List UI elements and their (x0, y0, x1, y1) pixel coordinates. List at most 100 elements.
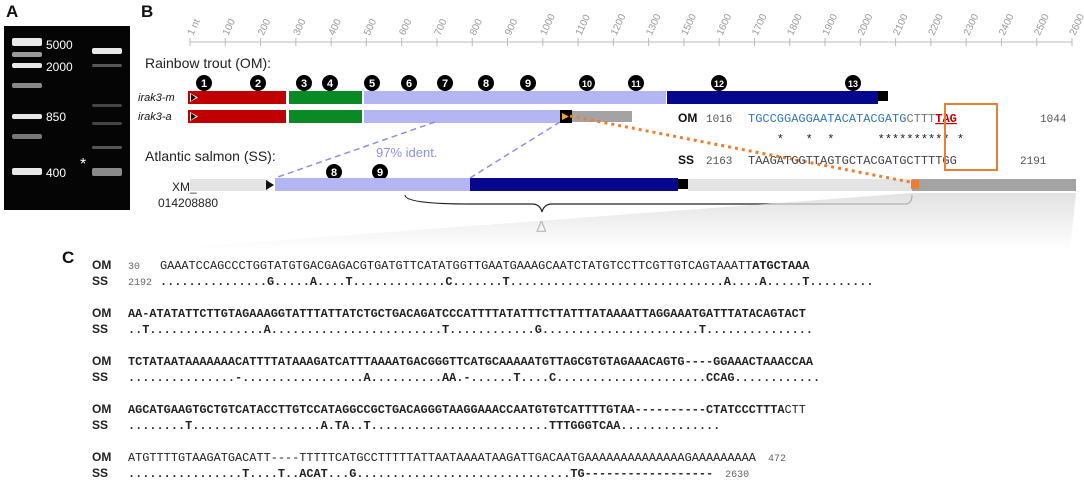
exon-number-3-label: 3 (301, 78, 307, 90)
seq-row-ss: SS ........T..................A.TA..T....… (92, 418, 720, 433)
align-om-seq: TGCCGGAGGAATACATACGATGCTTTTAG (748, 112, 957, 126)
ss-exon-8-9 (275, 178, 470, 191)
seq-ss-sequence: ........T..................A.TA..T......… (128, 419, 721, 433)
ladder-label-2000: 2000 (46, 60, 73, 74)
sample-band (92, 146, 122, 149)
ss-exon-number-9-label: 9 (377, 167, 383, 179)
exon-number-2-circle (250, 75, 266, 91)
seq-om-bold: ATGCTAAA (752, 259, 810, 273)
ruler-tick-label: 2500 (1032, 12, 1052, 37)
sample-band (92, 122, 122, 125)
seq-om-plain: GAAATCCAGCCCTGGTATGTGACGAGACGTGATGTTCATA… (160, 259, 753, 273)
exon-5-11-m (364, 91, 666, 104)
ladder-band (12, 38, 42, 46)
exon-number-5-circle (364, 75, 380, 91)
exon-1-2-a (188, 110, 286, 123)
seq-ss-label: SS (92, 274, 109, 288)
align-om-stop-codon: TAG (935, 112, 957, 126)
align-om-seq-gray: CTTT (906, 112, 935, 126)
seq-om-bold: AA-ATATATTCTTGTAGAAAGGTATTTATTATCTGCTGAC… (128, 307, 806, 321)
exon-number-11-circle (628, 75, 644, 91)
exon-number-6-circle (401, 75, 417, 91)
seq-ss-sequence: ..T................A....................… (128, 323, 814, 337)
ruler-tick-label: 1 nt (186, 17, 203, 37)
ruler-tick-label: 800 (468, 17, 485, 37)
align-om-seq-coding: TGCCGGAGGAATACATACGATG (748, 112, 906, 126)
seq-row-ss: SS...............-.................A....… (92, 370, 820, 385)
ladder-label-850: 850 (46, 110, 67, 124)
ss-exon-number-8-label: 8 (331, 167, 337, 179)
gene-label-m: irak3-m (138, 92, 175, 104)
ladder-band (12, 168, 42, 175)
ss-exon-number-9-circle (372, 164, 388, 180)
exon-number-10-circle (579, 75, 595, 91)
exon-number-5-label: 5 (369, 78, 375, 90)
align-om-label: OM (678, 111, 697, 125)
ss-3prime-utr-dark (912, 179, 1076, 191)
sample-band (92, 168, 122, 176)
ladder-label-400: 400 (46, 166, 67, 180)
exon-number-13-label: 13 (848, 79, 858, 89)
exon-number-8-circle (478, 75, 494, 91)
zoom-projection (176, 193, 1076, 248)
exon-number-12-label: 12 (714, 79, 724, 89)
sample-band (92, 48, 122, 54)
stop-codon-m (878, 91, 888, 101)
align-ss-seq: TAAGATGGTTAGTGCTACGATGCTTTTGG (748, 154, 957, 168)
start-codon-marker-inner (191, 94, 196, 101)
panel-label-b: B (141, 2, 154, 21)
ss-5prime-utr (190, 179, 268, 191)
band-marker: * (80, 156, 87, 173)
species-label-ss: Atlantic salmon (SS): (145, 148, 276, 164)
seq-ss-sequence: ...............G.....A....T.............… (160, 275, 874, 289)
ruler-tick-label: 1200 (609, 12, 629, 37)
exon-number-8-label: 8 (483, 78, 489, 90)
exon-number-11-label: 11 (631, 79, 641, 89)
utr-a (572, 111, 632, 122)
ss-exon-navy (470, 178, 678, 191)
ss-start-marker (266, 180, 274, 190)
ruler-tick-label: 1500 (680, 12, 700, 37)
seq-ss-label: SS (92, 418, 109, 432)
seq-om-end: 472 (755, 454, 786, 465)
ladder-band (12, 134, 42, 139)
seq-ss-label: SS (92, 466, 109, 480)
ladder-band (12, 114, 42, 119)
stop-marker-a (562, 113, 569, 120)
ruler-tick-label: 200 (256, 17, 273, 37)
ruler-tick-label: 400 (327, 17, 344, 37)
ruler-tick-label: 2400 (997, 12, 1017, 37)
exon-number-12-circle (711, 75, 727, 91)
sample-band (92, 64, 122, 67)
ruler-tick-label: 1700 (750, 12, 770, 37)
ss-orange-marker (911, 180, 919, 189)
seq-om-bold: AGCATGAAGTGCTGTCATACCTTGTCCATAGGCCGCTGAC… (128, 403, 785, 417)
seq-row-ss: SS 2192 ...............G.....A....T.......… (92, 274, 874, 291)
exon-5-9-a (364, 110, 560, 123)
panel-label-c: C (62, 248, 75, 267)
align-om-start: 1016 (706, 114, 732, 126)
seq-ss-sequence: ...............-.................A......… (128, 371, 821, 385)
seq-om-label: OM (92, 450, 112, 464)
ruler-tick-label: 2200 (927, 12, 947, 37)
seq-ss-end: 2630 (713, 470, 750, 481)
seq-ss-number: 2192 (128, 278, 153, 289)
ruler-tick-label: 2600 (1068, 12, 1084, 37)
ruler-tick-label: 1300 (644, 12, 664, 37)
gel-image: 5000 2000 850 400 * (4, 26, 130, 210)
ladder-label-5000: 5000 (46, 38, 73, 52)
align-stars: * * * ********** * (748, 133, 964, 147)
ruler-tick-label: 100 (221, 17, 238, 37)
seq-om-tail: CTT (784, 403, 806, 417)
ruler-tick-label: 2000 (856, 12, 876, 37)
ss-3prime-utr-light (688, 179, 912, 191)
exon-number-4-circle (322, 75, 338, 91)
align-ss-end: 2191 (1020, 156, 1047, 168)
seq-row-ss: SS..T................A..................… (92, 322, 813, 337)
exon-number-1-circle (196, 75, 212, 91)
